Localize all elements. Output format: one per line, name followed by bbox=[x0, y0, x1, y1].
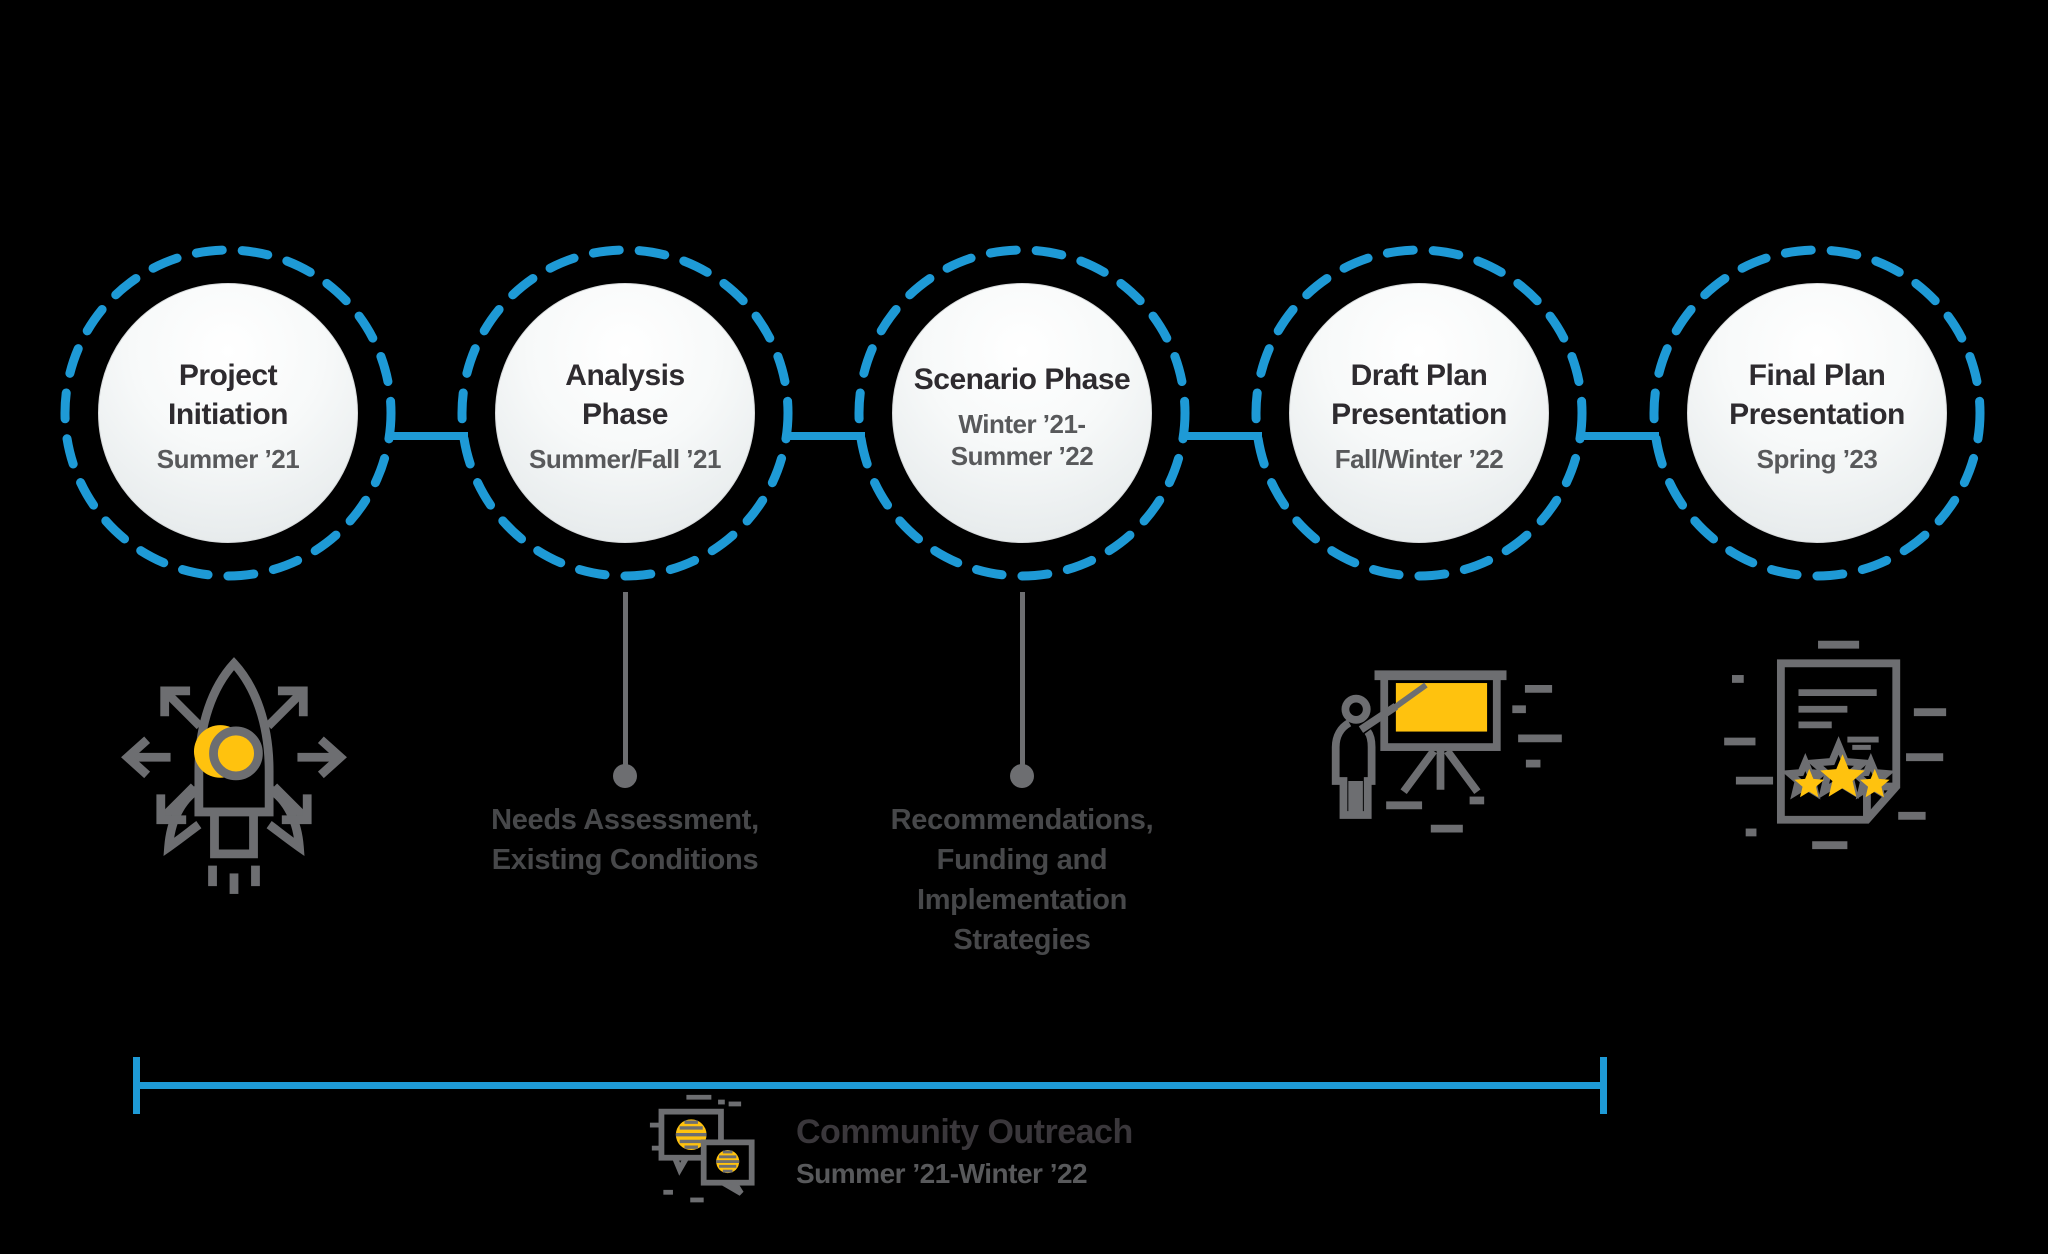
dashed-ring bbox=[60, 245, 396, 581]
phase-date: Winter ’21- Summer ’22 bbox=[950, 408, 1094, 472]
callout-analysis: Needs Assessment, Existing Conditions bbox=[491, 804, 759, 877]
community-outreach-label: Community Outreach Summer ’21-Winter ’22 bbox=[648, 1092, 1133, 1210]
phase-date: Fall/Winter ’22 bbox=[1334, 444, 1504, 475]
outreach-bracket-line bbox=[133, 1082, 1607, 1089]
phase-date: Summer ’21 bbox=[156, 444, 300, 475]
phase-node-analysis-phase: Analysis Phase Summer/Fall ’21 bbox=[455, 243, 795, 583]
outreach-text: Community Outreach Summer ’21-Winter ’22 bbox=[796, 1113, 1133, 1190]
leader-line-scenario bbox=[1020, 592, 1025, 768]
connector-line-3-4 bbox=[1186, 432, 1262, 440]
dashed-ring bbox=[1251, 245, 1587, 581]
outreach-bracket-cap-left bbox=[133, 1057, 140, 1114]
outreach-date: Summer ’21-Winter ’22 bbox=[796, 1157, 1088, 1189]
dashed-ring bbox=[1649, 245, 1985, 581]
chat-bubbles-icon bbox=[649, 1094, 755, 1203]
connector-line-1-2 bbox=[392, 432, 468, 440]
phase-circle: Scenario Phase Winter ’21- Summer ’22 bbox=[892, 283, 1152, 543]
phase-node-final-plan-presentation: Final Plan Presentation Spring ’23 bbox=[1647, 243, 1987, 583]
leader-dot-scenario bbox=[1010, 764, 1034, 788]
presentation-board-icon bbox=[1331, 670, 1562, 833]
outreach-bracket-cap-right bbox=[1600, 1057, 1607, 1114]
phase-date: Spring ’23 bbox=[1756, 444, 1878, 475]
document-stars-icon bbox=[1724, 640, 1947, 850]
phase-node-project-initiation: Project Initiation Summer ’21 bbox=[58, 243, 398, 583]
phase-circle: Analysis Phase Summer/Fall ’21 bbox=[495, 283, 755, 543]
connector-line-2-3 bbox=[789, 432, 865, 440]
rocket-launch-icon bbox=[121, 657, 347, 894]
phase-title: Scenario Phase bbox=[913, 362, 1131, 396]
dashed-ring bbox=[854, 245, 1190, 581]
phase-node-scenario-phase: Scenario Phase Winter ’21- Summer ’22 bbox=[852, 243, 1192, 583]
phase-title: Draft Plan Presentation bbox=[1331, 359, 1507, 432]
phase-title: Project Initiation bbox=[168, 359, 288, 432]
phase-date: Summer/Fall ’21 bbox=[529, 444, 721, 475]
phase-circle: Project Initiation Summer ’21 bbox=[98, 283, 358, 543]
callout-scenario: Recommendations, Funding and Implementat… bbox=[890, 804, 1154, 957]
leader-dot-analysis bbox=[613, 764, 637, 788]
connector-line-4-5 bbox=[1583, 432, 1659, 440]
phase-circle: Final Plan Presentation Spring ’23 bbox=[1687, 283, 1947, 543]
dashed-ring bbox=[457, 245, 793, 581]
outreach-title: Community Outreach bbox=[796, 1112, 1133, 1151]
leader-line-analysis bbox=[623, 592, 628, 768]
phase-circle: Draft Plan Presentation Fall/Winter ’22 bbox=[1289, 283, 1549, 543]
phase-node-draft-plan-presentation: Draft Plan Presentation Fall/Winter ’22 bbox=[1249, 243, 1589, 583]
phase-title: Final Plan Presentation bbox=[1729, 359, 1905, 432]
phase-title: Analysis Phase bbox=[565, 359, 685, 432]
